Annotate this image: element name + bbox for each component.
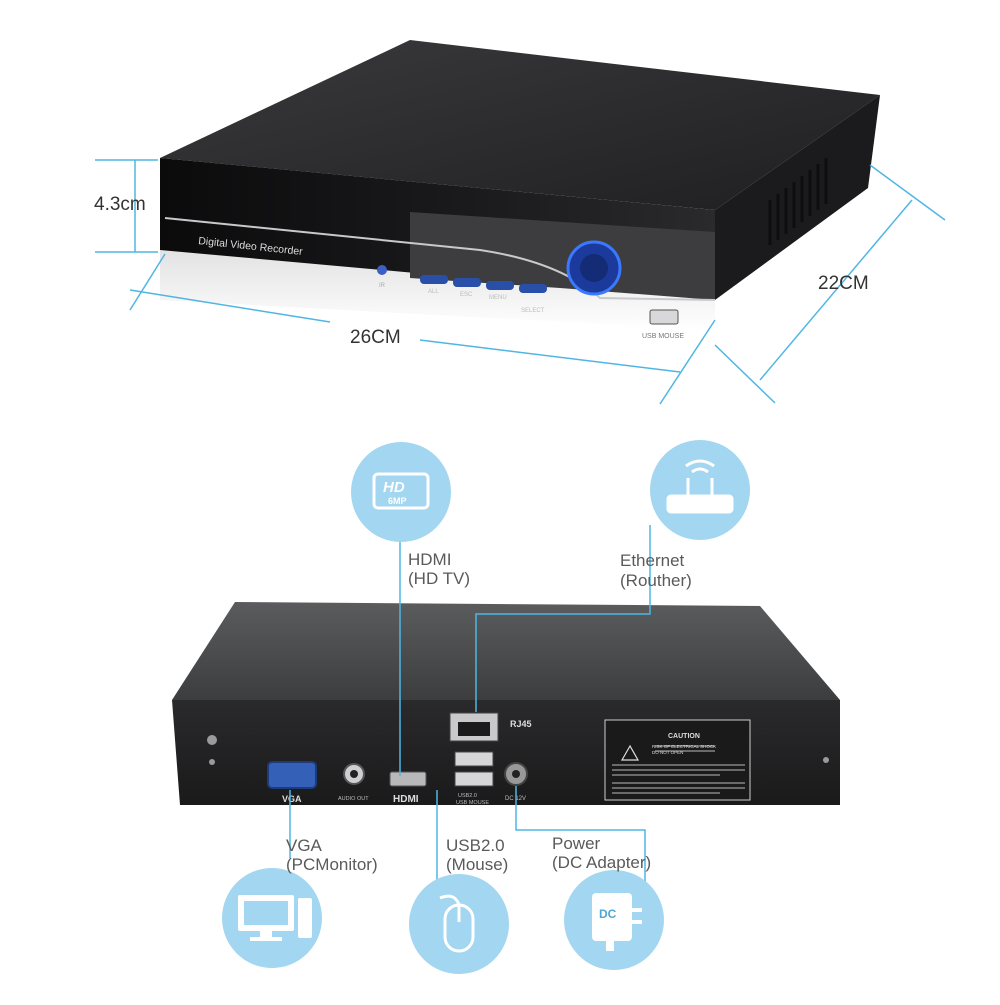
caution-title: CAUTION	[668, 733, 700, 740]
ir-label: IR	[379, 283, 386, 289]
menu-label: MENU	[489, 295, 507, 301]
mouse-icon	[439, 894, 475, 953]
usb-callout-label-2: (Mouse)	[446, 855, 509, 874]
vga-callout	[222, 868, 322, 968]
usb-callout-circle	[409, 874, 509, 974]
esc-label: ESC	[460, 292, 473, 298]
vga-port-label: VGA	[282, 794, 302, 804]
screw-right	[823, 757, 829, 763]
select-label: SELECT	[521, 308, 545, 314]
hdmi-callout-circle	[351, 442, 451, 542]
dvr-front-glass	[410, 212, 715, 300]
usb-port-bottom[interactable]	[454, 771, 494, 787]
usb-port-top[interactable]	[454, 751, 494, 767]
hdmi-port[interactable]	[389, 771, 427, 787]
height-dimension: 4.3cm	[94, 194, 146, 215]
hdmi-port-label: HDMI	[393, 794, 419, 805]
screw-left-bottom	[209, 759, 215, 765]
dimension-lines	[95, 159, 946, 405]
hdmi-callout-label-1: HDMI	[408, 550, 452, 569]
usb-mouse-label: USB MOUSE	[642, 333, 684, 340]
ethernet-callout-label-2: (Routher)	[620, 571, 692, 590]
dc-badge: DC	[599, 907, 617, 921]
computer-icon	[238, 895, 312, 941]
all-button[interactable]	[420, 275, 448, 284]
hd-badge-bottom: 6MP	[388, 496, 407, 506]
dvr-front-view: Digital Video Recorder IR ALL ESC MENU S…	[160, 40, 880, 340]
caution-triangle-icon	[620, 744, 640, 761]
nav-joystick-center	[580, 254, 608, 282]
front-buttons: ALL ESC MENU SELECT	[420, 275, 547, 314]
vga-callout-label-1: VGA	[286, 836, 322, 855]
ethernet-callout-label-1: Ethernet	[620, 551, 685, 570]
rear-top-surface	[172, 602, 840, 700]
caution-sub-line: DO NOT OPEN	[652, 750, 683, 755]
usb-callout-label-1: USB2.0	[446, 836, 505, 855]
hdmi-callout: HD 6MP	[351, 442, 451, 542]
power-callout-label-2: (DC Adapter)	[552, 853, 652, 872]
dvr-right-side	[715, 95, 880, 300]
menu-button[interactable]	[486, 281, 514, 290]
caution-fine-print	[612, 745, 745, 794]
power-callout: DC	[564, 870, 664, 970]
screw-left-top	[207, 735, 217, 745]
front-usb-port[interactable]	[649, 309, 679, 325]
ir-sensor	[377, 265, 387, 275]
width-dimension: 26CM	[350, 327, 401, 348]
caution-sub-line: RISK OF ELECTRICAL SHOCK	[652, 744, 716, 749]
router-icon	[666, 459, 734, 514]
dvr-rear-view: VGA AUDIO OUT HDMI RJ45 USB2.0 USB MOUSE…	[172, 602, 840, 806]
hd-badge-icon	[372, 472, 430, 510]
esc-button[interactable]	[453, 278, 481, 287]
side-vents	[768, 158, 828, 245]
ethernet-callout-circle	[650, 440, 750, 540]
depth-dimension: 22CM	[818, 273, 869, 294]
usb-label: USB2.0	[458, 793, 477, 799]
rj45-label: RJ45	[510, 719, 532, 729]
all-label: ALL	[428, 289, 439, 295]
vga-port[interactable]	[267, 761, 317, 789]
callout-lines	[289, 525, 651, 895]
dc-port-hole	[512, 770, 520, 778]
audio-out-label: AUDIO OUT	[338, 796, 369, 802]
ethernet-callout	[650, 440, 750, 540]
audio-out-hole	[350, 770, 358, 778]
hd-badge-top: HD	[383, 479, 405, 496]
rj45-socket	[458, 722, 490, 736]
hdmi-callout-label-2: (HD TV)	[408, 569, 471, 588]
select-button[interactable]	[519, 284, 547, 293]
dc-adapter-icon	[592, 893, 642, 951]
vga-callout-label-2: (PCMonitor)	[286, 855, 378, 874]
dvr-top-surface	[160, 40, 880, 210]
power-callout-label-1: Power	[552, 834, 601, 853]
usb-mouse-rear-label: USB MOUSE	[456, 800, 489, 806]
usb-callout	[409, 874, 509, 974]
